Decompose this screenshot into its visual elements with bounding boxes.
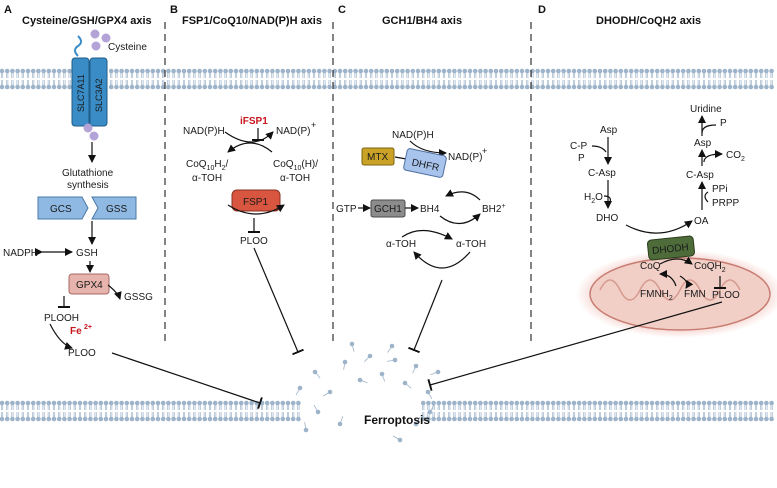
bottom-cell-membrane xyxy=(0,400,774,422)
panel-letter-d: D xyxy=(538,4,546,16)
cysteine-molecule-1 xyxy=(90,29,100,39)
mitochondrion xyxy=(589,257,771,331)
cp-label: C-P xyxy=(570,141,588,152)
panel-title-b: FSP1/CoQ10/NAD(P)H axis xyxy=(182,15,322,27)
cysteine-molecule-2 xyxy=(101,33,111,43)
panel-b: iFSP1 NAD(P)H NAD(P) + CoQ10H2/ α-TOH Co… xyxy=(183,116,318,356)
nadph-label-c: NAD(P)H xyxy=(392,130,434,141)
slc7a11-label: SLC7A11 xyxy=(76,74,86,112)
fmn-label: FMN xyxy=(684,289,706,300)
uridine-label: Uridine xyxy=(690,104,722,115)
oa-label: OA xyxy=(694,216,709,227)
panel-title-a: Cysteine/GSH/GPX4 axis xyxy=(22,15,152,27)
gtp-label: GTP xyxy=(336,204,357,215)
gcs-box xyxy=(37,196,89,220)
cysteine-label: Cysteine xyxy=(108,42,147,53)
panel-a: Cysteine SLC7A11 SLC3A2 Glutathione synt… xyxy=(3,29,263,410)
h2o-label: H2O xyxy=(584,192,603,205)
nadp-charge-b: + xyxy=(311,120,316,130)
coq-left-label: CoQ10H2/ xyxy=(186,159,229,172)
mtx-box xyxy=(361,147,395,166)
nadp-label-c: NAD(P) xyxy=(448,152,482,163)
slc3a2-label: SLC3A2 xyxy=(94,78,104,112)
co2-label: CO2 xyxy=(726,150,745,163)
panel-title-c: GCH1/BH4 axis xyxy=(382,15,462,27)
panel-letter-b: B xyxy=(170,4,178,16)
plooh-label: PLOOH xyxy=(44,313,79,324)
mtx-label: MTX xyxy=(367,152,388,163)
fe-label: Fe xyxy=(70,326,82,337)
panel-c: NAD(P)H NAD(P) + MTX DHFR GTP GCH1 BH4 B… xyxy=(336,130,506,354)
bh4-label: BH4 xyxy=(420,204,440,215)
coq-right-label: CoQ10(H)/ xyxy=(273,159,318,172)
asp-left-label: Asp xyxy=(600,125,618,136)
fmnh2-label: FMNH2 xyxy=(640,289,673,302)
dhodh-label: DHODH xyxy=(652,242,690,257)
glutathione-label: Glutathione xyxy=(62,168,114,179)
gss-label: GSS xyxy=(106,204,127,215)
slc7a11-slc3a2-transporter: SLC7A11 SLC3A2 xyxy=(71,35,108,127)
nadp-charge-c: + xyxy=(482,146,487,156)
casp-left-label: C-Asp xyxy=(588,168,616,179)
ploo-label-d: PLOO xyxy=(712,290,740,301)
gpx4-box xyxy=(68,273,110,295)
coq-label-d: CoQ xyxy=(640,261,661,272)
atoh-right-label-c: α-TOH xyxy=(456,239,486,250)
top-cell-membrane xyxy=(0,68,774,90)
prpp-label: PRPP xyxy=(712,198,740,209)
p-left-label: P xyxy=(578,153,585,164)
ploo-label-a: PLOO xyxy=(68,348,96,359)
nadph-label: NADPH xyxy=(3,248,38,259)
gsh-label: GSH xyxy=(76,248,98,259)
cysteine-molecule-4 xyxy=(83,123,93,133)
panel-title-d: DHODH/CoQH2 axis xyxy=(596,15,701,27)
coqh2-label: CoQH2 xyxy=(694,261,726,274)
atoh-left-label-c: α-TOH xyxy=(386,239,416,250)
casp-right-label: C-Asp xyxy=(686,170,714,181)
gssg-label: GSSG xyxy=(124,292,153,303)
asp-right-label: Asp xyxy=(694,138,712,149)
fsp1-label: FSP1 xyxy=(243,197,268,208)
gpx4-label: GPX4 xyxy=(76,280,103,291)
gss-box xyxy=(91,196,137,220)
p-top-label: P xyxy=(720,118,727,129)
ifsp1-label: iFSP1 xyxy=(240,116,268,127)
atoh-left-label-b: α-TOH xyxy=(192,173,222,184)
ploo-label-b: PLOO xyxy=(240,236,268,247)
ppi-label: PPi xyxy=(712,184,728,195)
fsp1-box xyxy=(231,189,281,212)
panel-d: Uridine P Asp CO2 C-Asp PPi PRPP OA Asp … xyxy=(427,104,777,392)
cysteine-molecule-3 xyxy=(91,41,101,51)
cysteine-molecule-5 xyxy=(89,131,99,141)
bh2-label: BH2+ xyxy=(482,203,506,215)
dhfr-box xyxy=(403,148,447,178)
panel-letter-c: C xyxy=(338,4,346,16)
gch1-label: GCH1 xyxy=(374,204,402,215)
atoh-right-label-b: α-TOH xyxy=(280,173,310,184)
gcs-label: GCS xyxy=(50,204,72,215)
nadp-label-b: NAD(P) xyxy=(276,126,310,137)
dhodh-box xyxy=(646,235,696,261)
synthesis-label: synthesis xyxy=(67,180,109,191)
panel-letter-a: A xyxy=(4,4,12,16)
scattered-lipids xyxy=(295,341,441,443)
dho-label: DHO xyxy=(596,213,618,224)
nadph-label-b: NAD(P)H xyxy=(183,126,225,137)
ferroptosis-label: Ferroptosis xyxy=(364,413,430,427)
fe-charge: 2+ xyxy=(84,324,92,331)
